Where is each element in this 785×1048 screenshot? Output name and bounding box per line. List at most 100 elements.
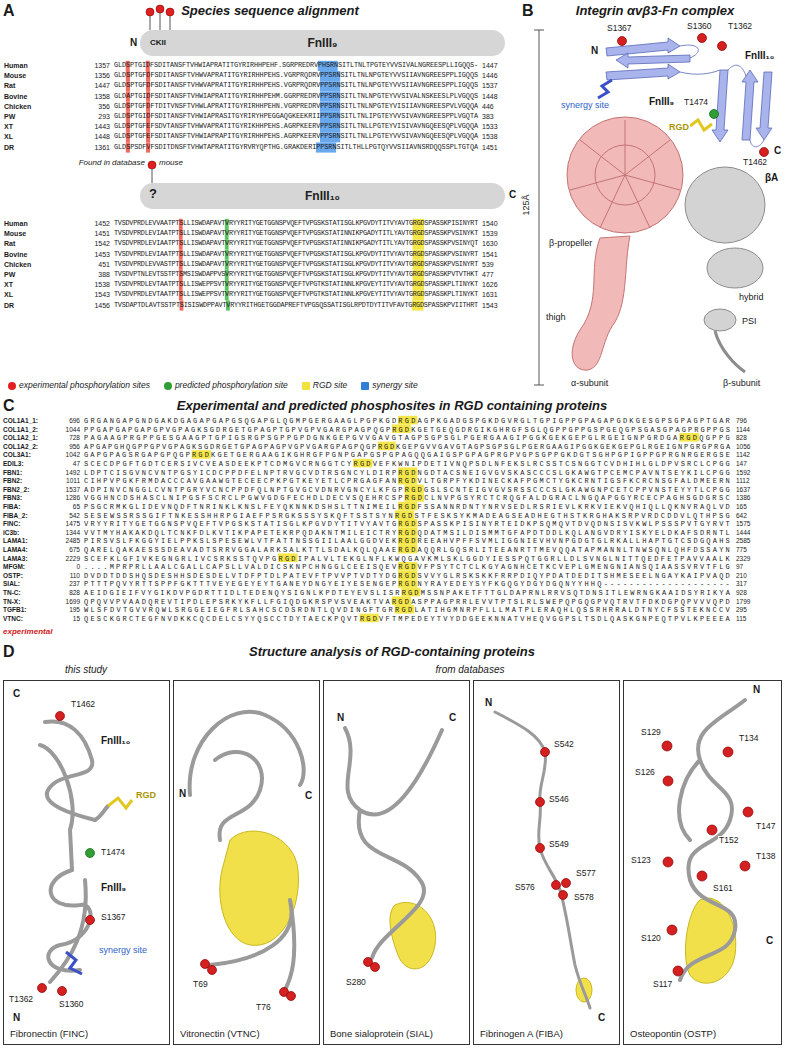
protein-name: iC3b:: [3, 529, 19, 536]
protein-name: FIBA:: [3, 503, 20, 510]
protein-name: TN-X:: [3, 598, 20, 605]
residue-number: 388: [98, 271, 110, 279]
residue-number: 1286: [66, 494, 80, 501]
sequence-row: QESCKGRCTEGFNVDKKCQCDELCSYYQSCCTDYTAECKP…: [84, 615, 732, 623]
residue-number: 796: [736, 417, 747, 424]
panel-caption: Bone sialoprotein (SIAL): [329, 1028, 434, 1039]
part-label: α-subunit: [570, 378, 609, 388]
residue-number: 1543: [94, 291, 110, 299]
sequence-row: TVSDVPRDLEVVASTPTSLLISWDAPAVTVRYYRITYGET…: [114, 261, 478, 269]
phosphosite-sphere: [38, 712, 95, 996]
species-name: Mouse: [4, 72, 26, 80]
residue-number: 15: [73, 615, 80, 622]
residue-number: 317: [736, 580, 747, 587]
kinase-label: CKII: [150, 38, 166, 47]
residue-number: 1452: [94, 220, 110, 228]
residue-label: S280: [345, 978, 367, 988]
panel-letter: D: [3, 643, 15, 661]
residue-number: 828: [69, 589, 80, 596]
site-label: synergy site: [98, 945, 148, 955]
unknown-mark: ?: [149, 187, 157, 202]
structure-panel: Vitronectin (VTNC): [173, 680, 320, 1045]
sequence-row: QPQVVPVAADQREVTIPDLEPSRKYKFLLFGIQDGKRSPV…: [84, 598, 732, 606]
structure-panel: Fibronectin (FINC): [3, 680, 170, 1045]
residue-number: 1537: [482, 82, 498, 90]
residue-label: S1360: [686, 22, 713, 32]
panel-letter: C: [3, 397, 15, 415]
protein-name: TGFB1:: [3, 606, 26, 613]
terminus-label: N: [130, 37, 137, 49]
species-name: Rat: [4, 240, 15, 248]
residue-label: T147: [755, 822, 776, 832]
note-label: experimental: [3, 627, 52, 636]
sequence-row: GLDSPSDFVFSDITDNSFTVHWTAPRATITGYRVRYQPTH…: [114, 144, 478, 152]
domain-label: FnIII₉: [648, 96, 675, 108]
residue-number: 1447: [482, 62, 498, 70]
residue-number: 1539: [482, 230, 498, 238]
residue-label: T138: [755, 852, 776, 862]
residue-number: 1446: [482, 72, 498, 80]
structure-panel: Bone sialoprotein (SIAL): [323, 680, 470, 1045]
residue-number: 1630: [482, 240, 498, 248]
protein-ribbon: [679, 700, 745, 980]
terminus-label: C: [765, 935, 774, 947]
residue-number: 293: [98, 113, 110, 121]
synergy-sticks: [66, 952, 82, 974]
residue-label: S1367: [100, 913, 127, 923]
sequence-row: PAGAAGPRGPPGESGAAGPTGPIGSRGPSGPPGPDGNKGE…: [84, 434, 732, 442]
residue-label: S578: [573, 893, 595, 903]
species-name: Mouse: [4, 230, 26, 238]
sequence-row: SCECDPGFTGDTCERSIVCVEASDEEKPTCDMGVCRNGGT…: [84, 460, 732, 468]
residue-number: 1448: [94, 133, 110, 141]
synergy-sticks: [598, 80, 612, 98]
sequence-row: SCEFKLGFIVKEGNGRLIVCSRKSSTQVPGRGDIPALVLT…: [84, 555, 732, 563]
part-label: PSI: [741, 316, 758, 326]
sequence-row: VVTMYHAKAKDQLTCNKFDLKVTIKPAPETEKRPQDAKNT…: [84, 529, 732, 537]
part-label: β-propeller: [548, 238, 593, 248]
panel-title: Structure analysis of RGD-containing pro…: [249, 645, 535, 660]
panel-caption: Vitronectin (VTNC): [179, 1028, 261, 1039]
residue-number: 383: [482, 113, 494, 121]
protein-name: OSTP:: [3, 572, 23, 579]
residue-number: 115: [736, 615, 746, 622]
residue-label: S549: [548, 840, 570, 850]
note-label: Found in database: [79, 158, 145, 167]
legend-text: synergy site: [372, 381, 417, 391]
sequence-row: TVSDAPTDLAVTSSTPTSISISWDPPAVTVRYYRITHGET…: [114, 302, 478, 310]
residue-number: 1575: [736, 520, 750, 527]
residue-number: 1447: [94, 82, 110, 90]
legend-text: experimental phosphorylation sites: [19, 381, 150, 391]
species-name: XL: [4, 133, 13, 141]
protein-name: COL1A1_2:: [3, 426, 38, 433]
residue-number: 65: [73, 503, 80, 510]
predicted-sphere: [86, 849, 95, 858]
residue-label: T134: [738, 734, 759, 744]
residue-number: 1540: [482, 220, 498, 228]
protein-name: LAMA1:: [3, 537, 28, 544]
residue-number: 1042: [66, 451, 80, 458]
terminus-label: C: [304, 790, 313, 802]
residue-number: 642: [736, 512, 747, 519]
protein-name: SIAL:: [3, 580, 20, 587]
sequence-row: PTTTPQVYRTTSPPFGKTTTVEYEGEYEYTGANEYDNGYE…: [84, 580, 732, 588]
residue-label: S120: [640, 934, 662, 944]
sequence-row: TVSDVPTNLEVTSSTPTSMSISWDAPPVSVRYYRITYGET…: [114, 271, 478, 279]
residue-label: S129: [640, 728, 662, 738]
protein-name: FBN2_2:: [3, 486, 29, 493]
sequence-row: GAPGPAGSRGAPGPQGPRGDKGETGERGAAGIKGHRGFPG…: [84, 451, 732, 459]
sequence-row: AEIDGIEIFVYGIKDVPGDRTTIDLTEDENQYSIGNLKPD…: [84, 589, 732, 597]
note-label: mouse: [159, 158, 183, 167]
sequence-row: GLDSPTGFDFSDITANSFTVHWVAPRATITGYRIRHHPEH…: [114, 72, 478, 80]
terminus-label: N: [178, 788, 187, 800]
terminus-label: N: [12, 1012, 21, 1024]
residue-label: T1462: [70, 700, 96, 710]
residue-number: 1357: [94, 62, 110, 70]
phosphosite-sphere: [536, 748, 571, 900]
terminus-label: N: [484, 697, 493, 709]
residue-number: 1533: [482, 123, 498, 131]
rgd-sticks: [108, 798, 132, 808]
phosphosite-sphere: [662, 741, 753, 976]
residue-number: 1799: [736, 598, 750, 605]
sequence-row: TVSDVPRDLEVTAATPTSLLISWEPPSVTVRYYRITYGET…: [114, 291, 478, 299]
domain-label: FnIII₉: [100, 882, 127, 894]
